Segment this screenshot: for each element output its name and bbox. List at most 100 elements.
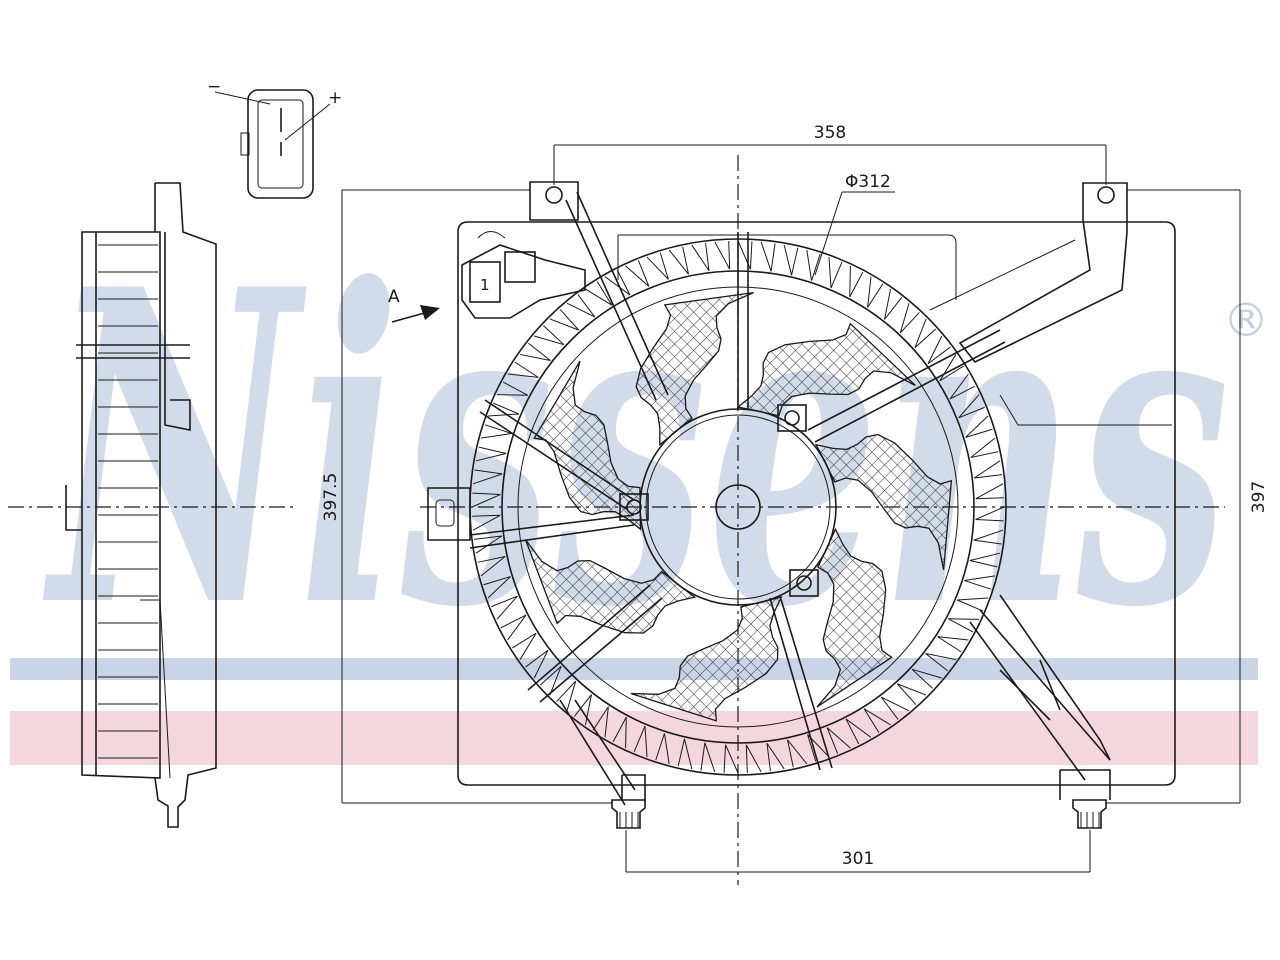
shroud-tooth [975,483,1004,500]
shroud-tooth [939,354,964,382]
shroud-tooth [625,260,650,287]
shroud-tooth [806,249,821,281]
shroud-tooth [612,716,627,749]
dimension-top-width: 358 [814,123,846,143]
shroud-tooth [534,325,565,346]
fan-blade [816,527,893,708]
shroud-tooth [483,576,511,599]
connector-minus-label: − [207,77,221,97]
shroud-tooth [760,241,776,272]
shroud-tooth [965,415,993,438]
bottom-foot-right [1059,769,1111,829]
shroud-tooth [975,506,1005,522]
shroud-tooth [949,373,976,400]
shroud-tooth [914,318,937,349]
shroud-tooth [475,446,507,462]
view-marker-a: A [388,287,440,323]
shroud-tooth [549,308,580,331]
watermark-blue-band [10,658,1258,680]
shroud-tooth [646,252,669,280]
shroud-tooth [585,281,613,306]
motor-connector: 1 [461,231,586,319]
shroud-tooth [867,276,884,308]
side-view [65,182,217,828]
shroud-tooth [573,694,592,725]
dimension-right-397: 397 [1106,189,1269,804]
shroud-tooth [556,680,577,711]
shroud-tooth [880,696,910,720]
shroud-tooth [477,555,506,577]
shroud-tooth [964,575,996,590]
shroud-tooth [723,744,739,774]
shroud-tooth [783,244,799,276]
shroud-tooth [507,361,539,378]
shroud-tooth [500,614,527,641]
fan-blade [736,322,916,417]
shroud-tooth [863,708,891,733]
shroud-tooth [786,739,808,768]
fan-blade [630,596,783,722]
shroud-tooth [473,535,503,554]
shroud-tooth [714,241,731,270]
shroud-tooth [691,242,710,272]
shroud-tooth [700,742,716,773]
shroud-tooth [677,738,693,770]
dimension-fan-diameter: Φ312 [845,172,891,192]
fan-blade [815,433,953,571]
view-marker-label: A [388,287,400,307]
shroud-tooth [807,734,830,762]
shroud-tooth [525,649,549,679]
shroud-tooth [973,460,1003,479]
shroud-tooth [592,706,609,738]
shroud-tooth [937,636,969,653]
shroud-tooth [737,240,753,270]
shroud-tooth [496,381,529,396]
hub-screw [789,569,819,597]
shroud-tooth [826,727,851,754]
shroud-tooth [633,725,648,757]
shroud-tooth [970,437,999,459]
hub-screw [777,404,807,432]
shroud-tooth [973,529,1004,545]
dimension-bottom-width: 301 [842,849,874,869]
shroud-tooth [488,402,520,417]
motor-connector-pin-label: 1 [480,276,490,294]
shroud-tooth [884,289,903,320]
shroud-tooth [745,744,762,773]
shroud-tooth [472,514,501,531]
connector-plus-label: + [328,88,342,108]
dimension-height-left: 397.5 [321,473,341,522]
shroud-tooth [969,552,1001,568]
shroud-tooth [896,683,927,706]
dimension-bottom-301: 301 [625,830,1091,873]
shroud-tooth [958,394,985,419]
shroud-tooth [512,632,537,660]
front-view: 1 [427,181,1176,829]
dimension-diameter: Φ312 [814,172,895,276]
shroud-tooth [668,246,690,275]
shroud-tooth [899,303,920,334]
shroud-tooth [491,595,518,620]
dimension-top-358: 358 [553,123,1107,185]
shroud-tooth [520,342,551,361]
shroud-tooth [539,665,562,696]
shroud-tooth [925,653,956,672]
dimension-left-397-5: 397.5 [321,189,612,804]
bottom-foot-left [611,774,646,829]
shroud-tooth [604,269,631,296]
dimension-height-right: 397 [1249,481,1269,513]
shroud-tooth [472,469,503,485]
watermark: Nissens ® [10,197,1269,765]
shroud-tooth [947,618,980,633]
fan-blade [635,291,754,447]
shroud-tooth [828,257,843,289]
shroud-tooth [927,335,951,365]
shroud-tooth [849,265,864,298]
shroud-tooth [655,733,670,765]
watermark-registered-mark: ® [1223,293,1269,347]
shroud-tooth [766,742,785,772]
shroud-tooth [471,492,501,508]
connector-plug: − + [207,77,342,199]
shroud-tooth [911,668,942,689]
